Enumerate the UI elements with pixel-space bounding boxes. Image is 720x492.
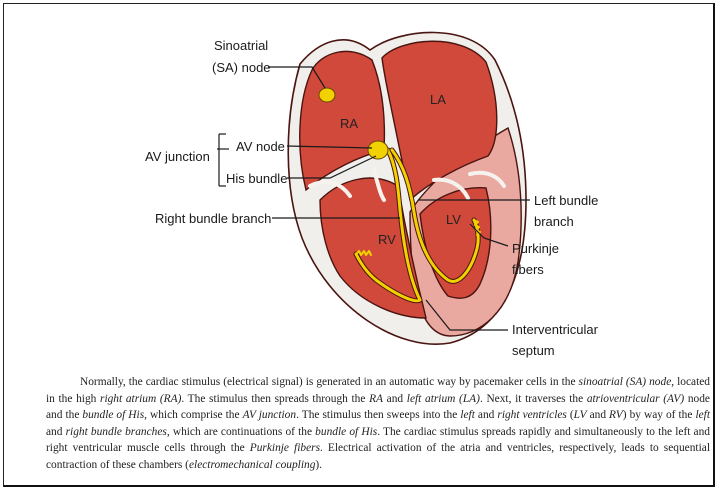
chamber-label-lv: LV — [446, 212, 461, 227]
label-sa-node-line1: Sinoatrial — [214, 38, 268, 53]
caption-italic-term: left atrium (LA) — [407, 393, 480, 405]
label-sa-node-line2: (SA) node — [212, 60, 271, 75]
caption-text-run: ( — [567, 409, 574, 421]
label-av-node: AV node — [236, 139, 285, 154]
caption-text-run: . The stimulus then sweeps into the — [296, 409, 460, 421]
caption-italic-term: sinoatrial (SA) node — [579, 376, 672, 388]
caption-italic-term: electromechanical coupling — [189, 459, 315, 471]
caption-italic-term: right atrium (RA) — [100, 393, 181, 405]
caption-paragraph: Normally, the cardiac stimulus (electric… — [46, 374, 710, 474]
caption-italic-term: atrioventricular (AV) — [587, 393, 684, 405]
caption-italic-term: left — [460, 409, 475, 421]
sa-node — [319, 88, 335, 102]
caption-italic-term: LV — [574, 409, 587, 421]
chamber-label-rv: RV — [378, 232, 396, 247]
caption-text-run: and — [475, 409, 498, 421]
label-left-bundle-line2: branch — [534, 214, 574, 229]
caption-text-run: . The stimulus then spreads through the — [181, 393, 369, 405]
caption-text-run: Normally, the cardiac stimulus (electric… — [80, 376, 579, 388]
caption-text-run: and — [383, 393, 407, 405]
label-left-bundle-line1: Left bundle — [534, 193, 598, 208]
caption-text-run: ) by way of the — [623, 409, 696, 421]
caption-text-run: , which comprise the — [144, 409, 242, 421]
caption-italic-term: AV junction — [243, 409, 297, 421]
label-his-bundle: His bundle — [226, 171, 287, 186]
caption-text-run: . Next, it traverses the — [480, 393, 587, 405]
caption-text-run: and — [587, 409, 610, 421]
caption-text-run: ). — [315, 459, 322, 471]
caption-italic-term: RA — [369, 393, 383, 405]
chamber-label-la: LA — [430, 92, 446, 107]
caption-italic-term: bundle of His — [315, 426, 377, 438]
caption-italic-term: left — [695, 409, 710, 421]
caption-italic-term: right bundle branches — [66, 426, 167, 438]
label-septum-line2: septum — [512, 343, 555, 358]
heart-conduction-diagram: RA LA RV LV Sinoatrial (SA) node AV junc… — [0, 0, 720, 360]
caption-italic-term: RV — [609, 409, 623, 421]
figure-caption: Normally, the cardiac stimulus (electric… — [46, 374, 710, 474]
label-septum-line1: Interventricular — [512, 322, 599, 337]
chamber-label-ra: RA — [340, 116, 358, 131]
caption-text-run: and — [46, 426, 66, 438]
av-node — [368, 141, 388, 159]
caption-italic-term: Purkinje fibers — [250, 442, 320, 454]
caption-text-run: , which are continuations of the — [167, 426, 315, 438]
label-right-bundle-branch: Right bundle branch — [155, 211, 271, 226]
caption-italic-term: bundle of His — [82, 409, 144, 421]
label-av-junction: AV junction — [145, 149, 210, 164]
label-purkinje-line1: Purkinje — [512, 241, 559, 256]
label-purkinje-line2: fibers — [512, 262, 544, 277]
caption-italic-term: right ventricles — [497, 409, 566, 421]
